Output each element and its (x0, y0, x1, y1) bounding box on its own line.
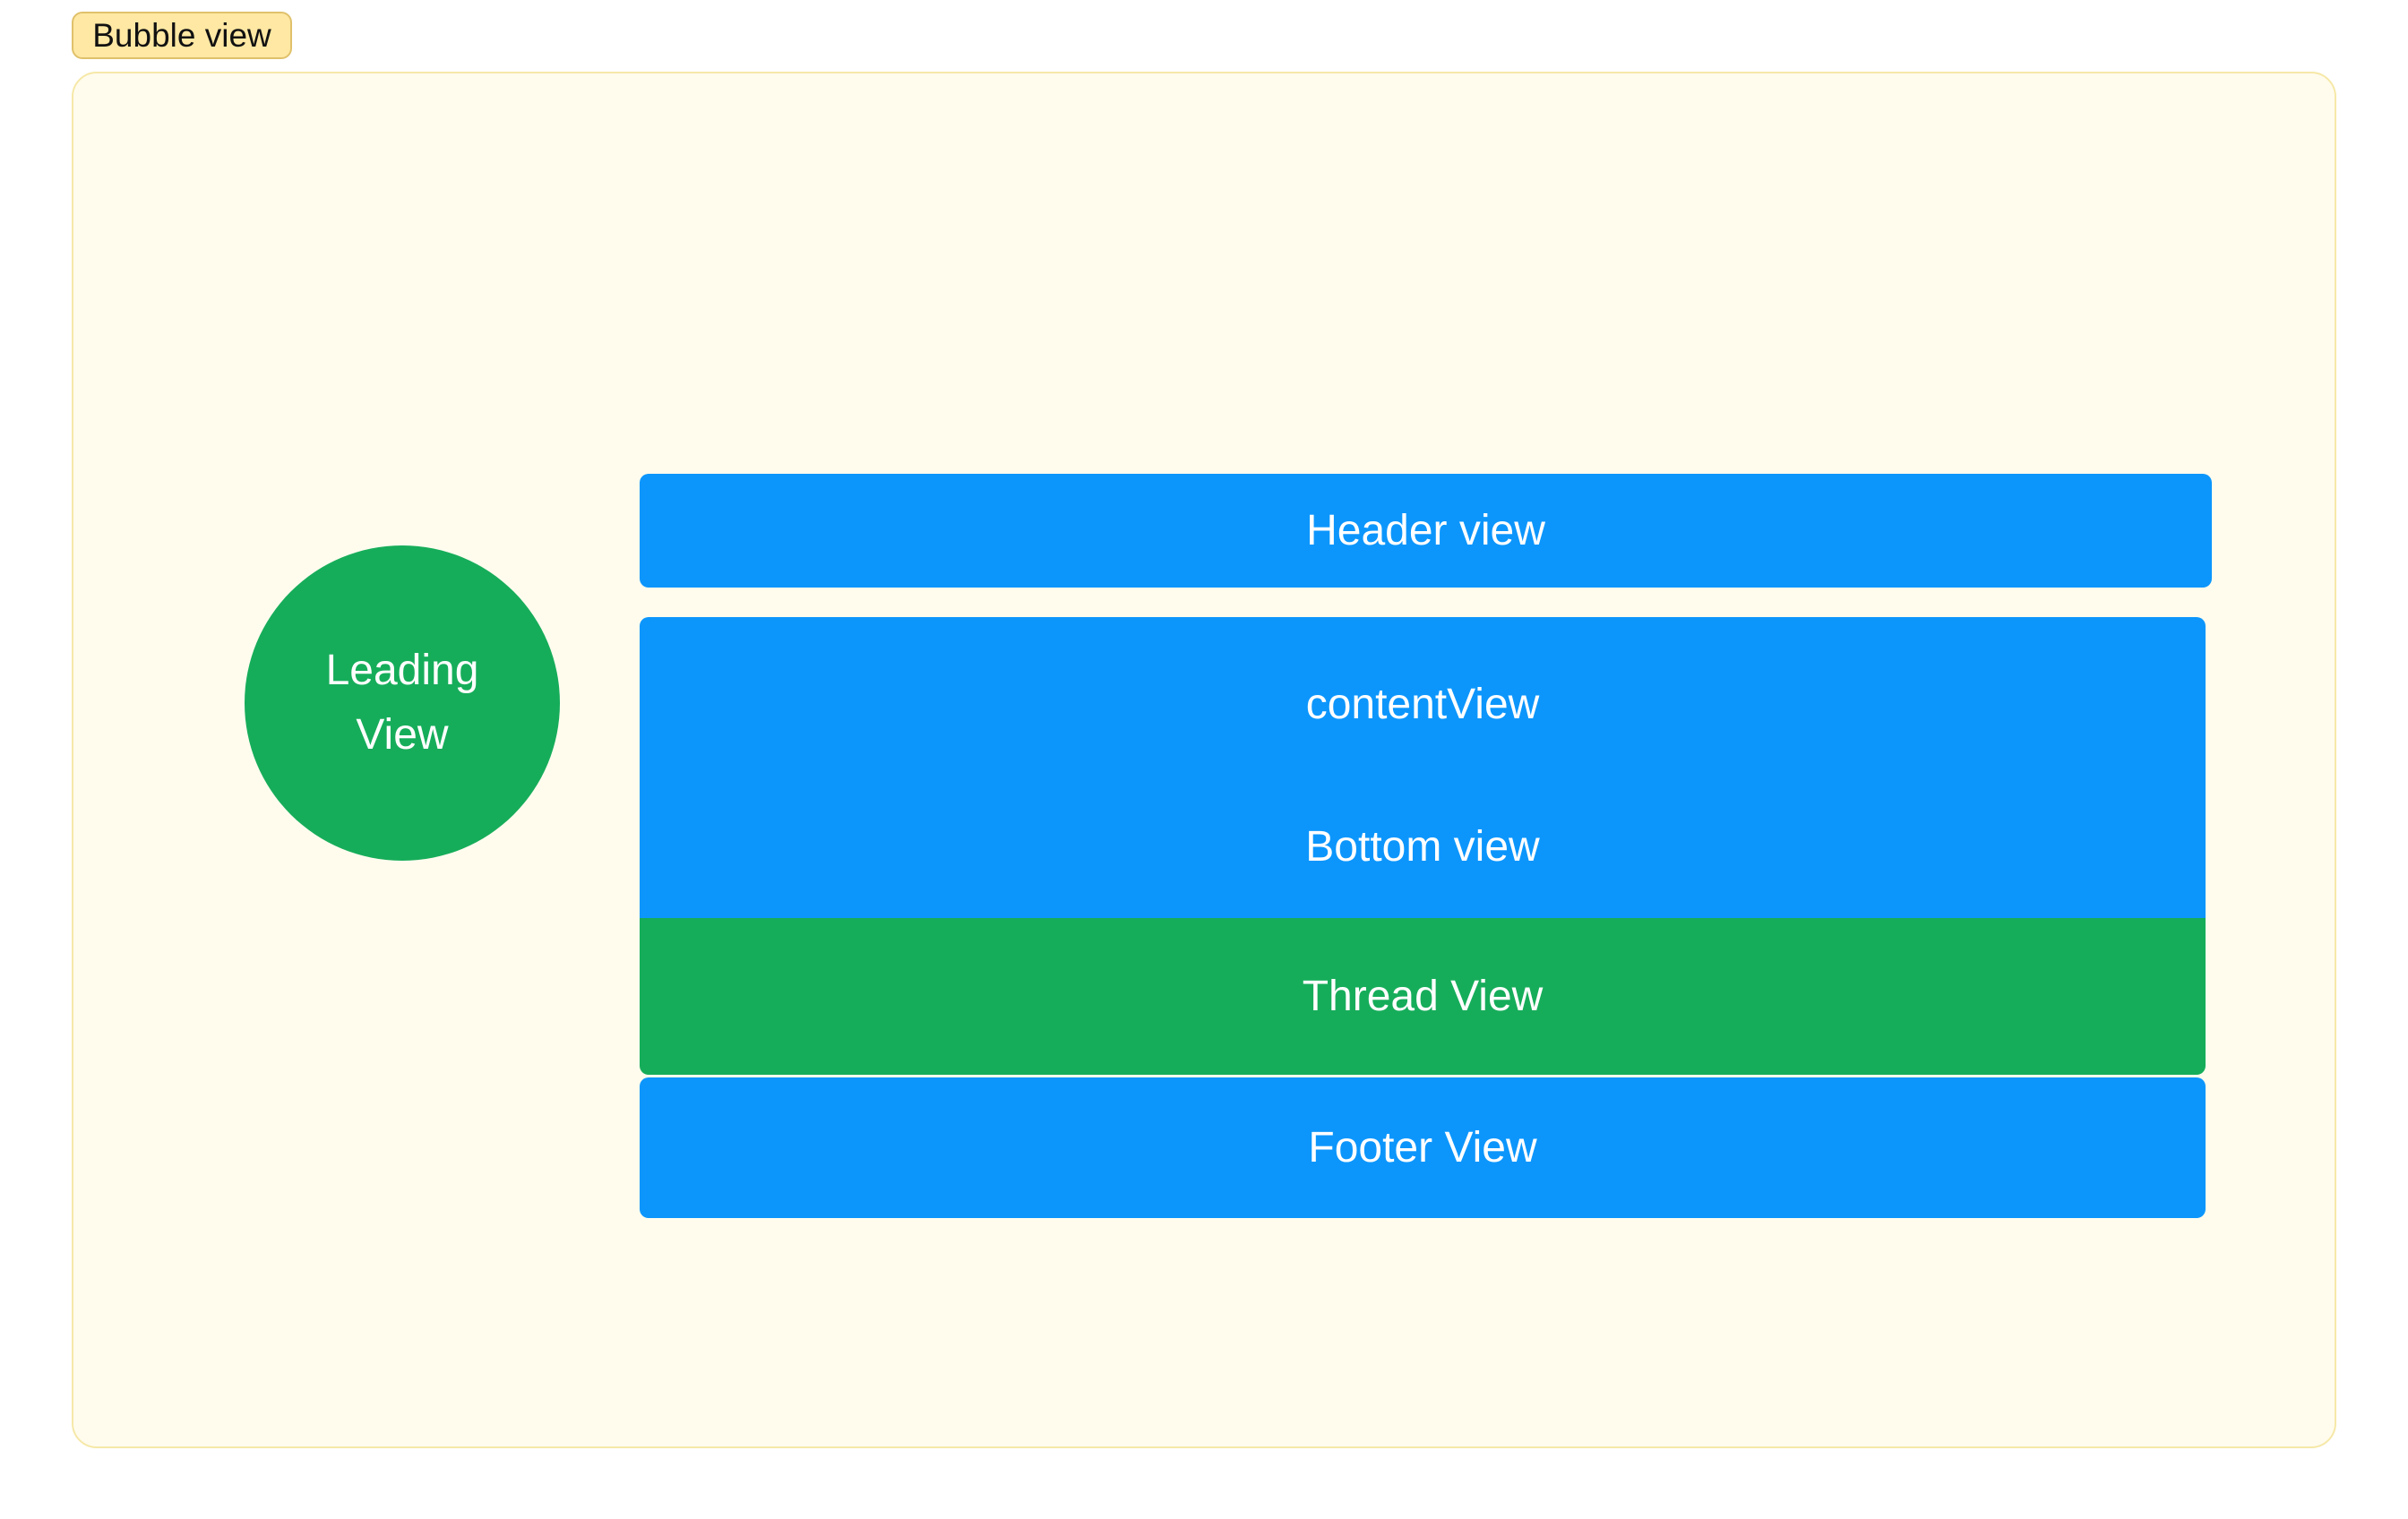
footer-view-block: Footer View (640, 1077, 2206, 1218)
thread-view-block: Thread View (640, 918, 2206, 1075)
header-view-label: Header view (1306, 507, 1545, 554)
header-view-block: Header view (640, 474, 2212, 588)
leading-view-circle: Leading View (245, 545, 560, 861)
bottom-view-label: Bottom view (1305, 823, 1540, 871)
footer-view-label: Footer View (1308, 1124, 1537, 1171)
content-view-block: contentView (640, 617, 2206, 792)
content-view-label: contentView (1305, 681, 1540, 728)
leading-view-label: Leading View (325, 647, 479, 759)
bottom-view-block: Bottom view (640, 781, 2206, 918)
thread-view-label: Thread View (1302, 973, 1544, 1020)
bubble-view-tag: Bubble view (72, 12, 292, 59)
